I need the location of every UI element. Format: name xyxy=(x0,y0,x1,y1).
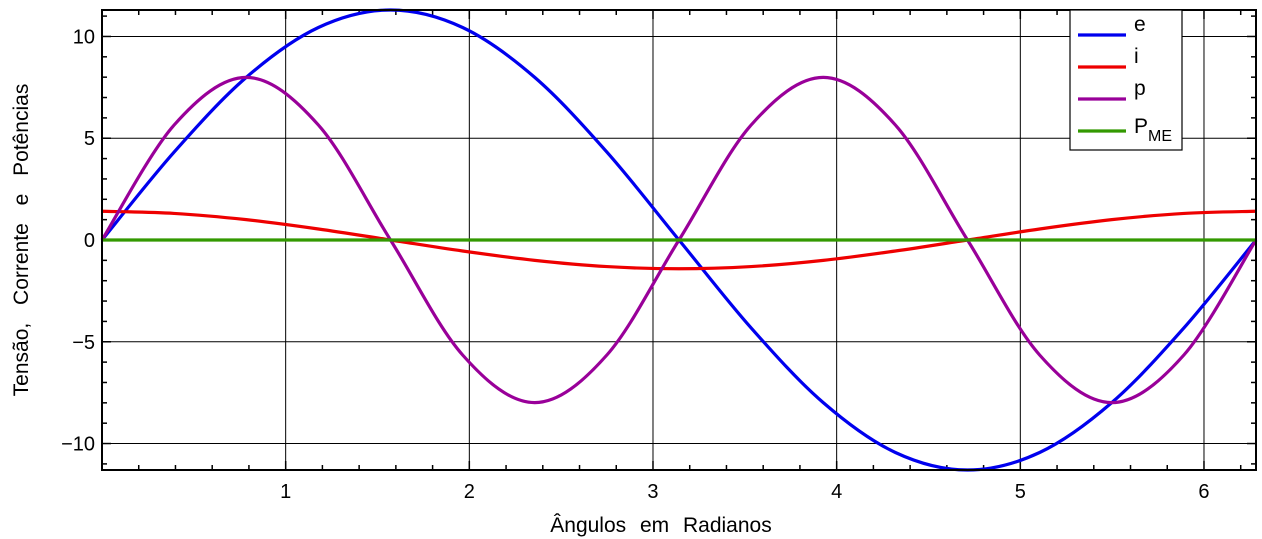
x-tick-label: 1 xyxy=(280,481,291,503)
plot-frame xyxy=(101,9,1257,471)
series-line-i xyxy=(101,209,1257,271)
x-tick-label: 4 xyxy=(831,481,842,503)
y-axis-label: Tensão, Corrente e Potências xyxy=(10,84,33,397)
y-tick-label: 0 xyxy=(84,230,95,252)
legend-label-subscript: ME xyxy=(1148,128,1172,145)
series-layer xyxy=(100,8,1258,472)
x-axis-label: Ângulos em Radianos xyxy=(550,514,771,537)
legend-label-i: i xyxy=(1134,45,1139,68)
x-tick-labels: 1 2 3 4 5 6 xyxy=(280,481,1209,503)
x-tick-label: 5 xyxy=(1015,481,1026,503)
x-tick-label: 3 xyxy=(647,481,658,503)
y-tick-label: 5 xyxy=(84,128,95,150)
y-tick-label: 10 xyxy=(73,26,95,48)
y-tick-labels: −10 −5 0 5 10 xyxy=(61,26,95,455)
legend-label-e: e xyxy=(1134,13,1146,36)
legend-label-p: p xyxy=(1134,77,1146,100)
y-tick-label: −5 xyxy=(72,332,95,354)
x-tick-label: 2 xyxy=(464,481,475,503)
y-tick-label: −10 xyxy=(61,434,95,456)
x-tick-label: 6 xyxy=(1198,481,1209,503)
legend-box xyxy=(1069,9,1183,151)
